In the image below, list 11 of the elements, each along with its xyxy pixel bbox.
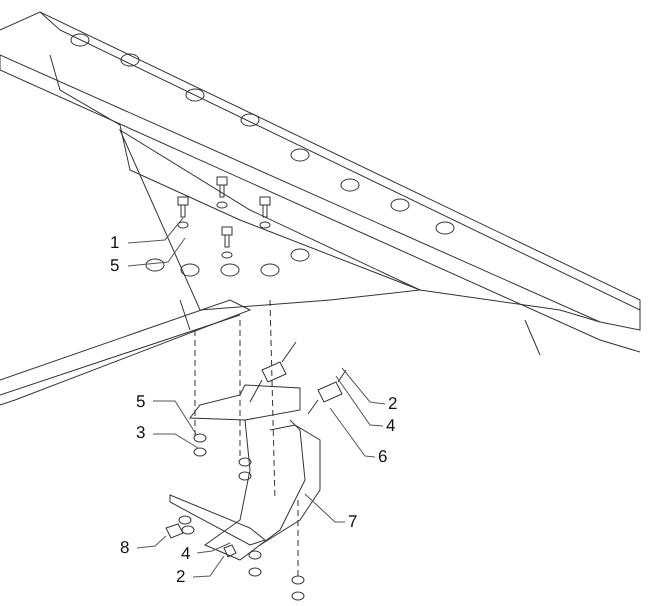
leader-line [152, 434, 198, 448]
leader-line [336, 376, 384, 426]
leader-line [128, 238, 186, 266]
leader-line [152, 400, 196, 434]
leader-line [342, 368, 386, 404]
leader-line [192, 556, 224, 578]
leader-line [128, 218, 184, 244]
leader-line [330, 408, 376, 458]
leader-line [136, 536, 166, 548]
leader-line [304, 494, 346, 522]
leader-line [196, 542, 230, 554]
